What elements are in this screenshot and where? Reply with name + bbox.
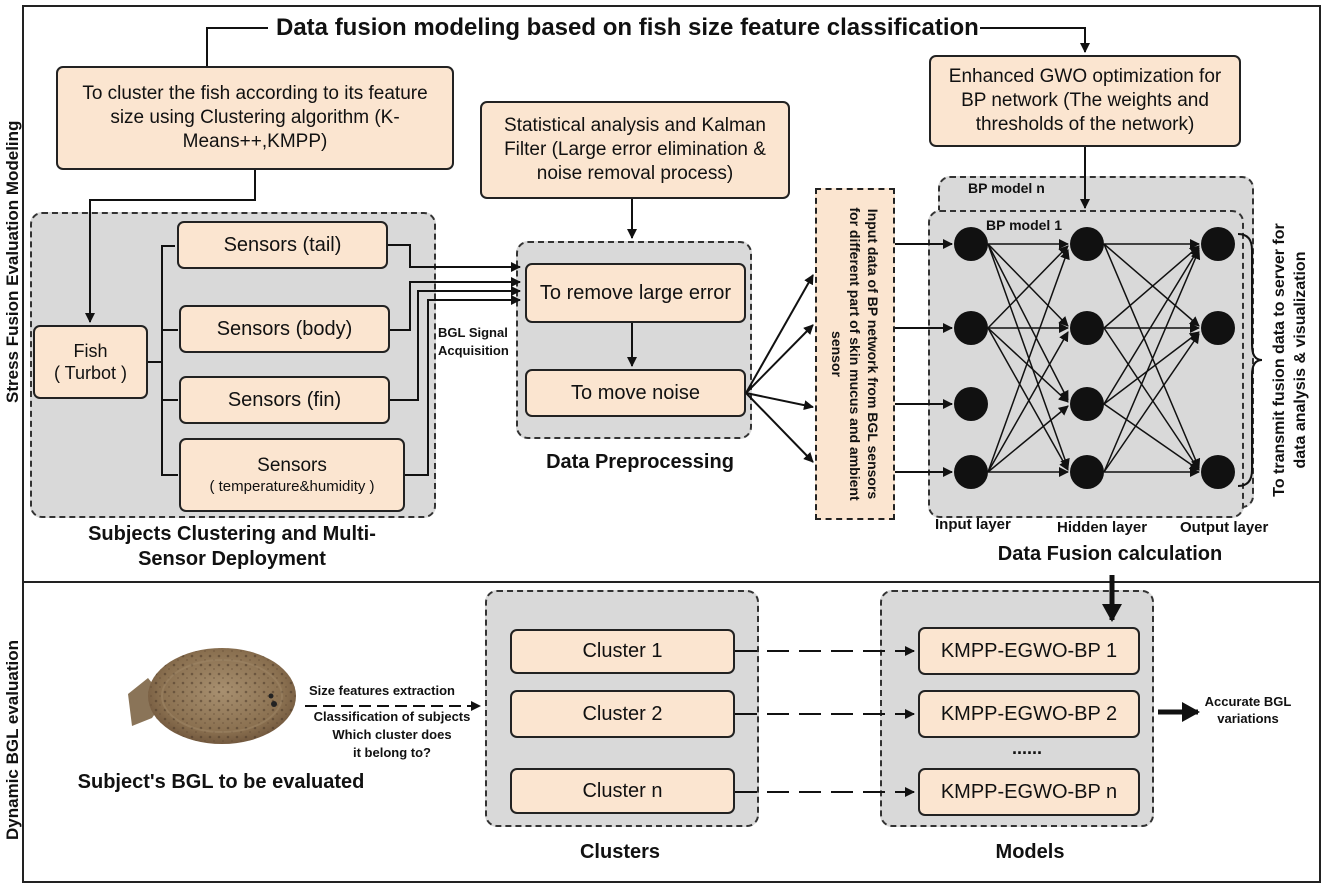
- output-node-3: [1201, 455, 1235, 489]
- tail-signal: [388, 244, 521, 272]
- bottom-section-frame: [22, 581, 1321, 883]
- move-noise-box: To move noise: [525, 369, 746, 417]
- accurate-bgl-label: Accurate BGL variations: [1203, 694, 1293, 728]
- input-node-2: [954, 311, 988, 345]
- sensor-env-box: Sensors ( temperature&humidity ): [179, 438, 405, 512]
- cluster-2-box: Cluster 2: [510, 690, 735, 738]
- sensor-env-sub: ( temperature&humidity ): [209, 477, 375, 495]
- models-caption: Models: [995, 841, 1065, 863]
- classification-line-2: Which cluster does: [332, 727, 452, 743]
- fish-turbot-box: Fish ( Turbot ): [33, 325, 148, 399]
- hidden-layer-label: Hidden layer: [1057, 519, 1148, 536]
- output-node-2: [1201, 311, 1235, 345]
- bgl-signal-label: BGL Signal Acquisition: [438, 325, 509, 359]
- nn-edges: [987, 239, 1201, 477]
- preprocess-caption: Data Preprocessing: [546, 451, 734, 473]
- diagram-title: Data fusion modeling based on fish size …: [270, 14, 985, 42]
- title-to-gwo-arrow: [980, 27, 1090, 53]
- turbot-label: ( Turbot ): [53, 363, 128, 383]
- hidden-node-4: [1070, 455, 1104, 489]
- size-features-label: Size features extraction: [309, 683, 455, 698]
- subject-caption: Subject's BGL to be evaluated: [77, 771, 365, 793]
- bp-model-1-label: BP model 1: [983, 216, 1065, 236]
- fusion-caption: Data Fusion calculation: [997, 543, 1223, 565]
- clusters-caption: Clusters: [579, 841, 661, 863]
- output-node-1: [1201, 227, 1235, 261]
- sensor-env-label: Sensors: [257, 454, 327, 476]
- cluster-to-fish-arrow: [85, 170, 256, 323]
- hidden-node-1: [1070, 227, 1104, 261]
- output-layer-label: Output layer: [1180, 519, 1269, 536]
- fin-signal: [390, 286, 521, 401]
- input-node-3: [954, 387, 988, 421]
- model-2-box: KMPP-EGWO-BP 2: [918, 690, 1140, 738]
- bp-model-n-label: BP model n: [968, 180, 1045, 196]
- sensor-fin-box: Sensors (fin): [179, 376, 390, 424]
- classification-line-1: Classification of subjects: [313, 709, 471, 724]
- accurate-bgl-line-1: Accurate BGL: [1204, 694, 1292, 709]
- cluster-algorithm-box: To cluster the fish according to its fea…: [56, 66, 454, 170]
- hidden-node-2: [1070, 311, 1104, 345]
- remove-large-error-box: To remove large error: [525, 263, 746, 323]
- fish-label: Fish: [73, 340, 108, 361]
- turbot-fish-image: [128, 648, 296, 744]
- sensor-body-box: Sensors (body): [179, 305, 390, 353]
- kalman-filter-box: Statistical analysis and Kalman Filter (…: [480, 101, 790, 199]
- subjects-caption: Subjects Clustering and Multi-Sensor Dep…: [88, 523, 376, 570]
- title-to-cluster-line: [206, 27, 268, 66]
- model-1-box: KMPP-EGWO-BP 1: [918, 627, 1140, 675]
- input-layer-label: Input layer: [935, 516, 1011, 533]
- hidden-node-3: [1070, 387, 1104, 421]
- accurate-bgl-line-2: variations: [1217, 710, 1279, 726]
- cluster-n-box: Cluster n: [510, 768, 735, 814]
- env-signal: [405, 295, 521, 476]
- body-signal: [390, 277, 521, 331]
- cluster-1-box: Cluster 1: [510, 629, 735, 674]
- input-node-1: [954, 227, 988, 261]
- model-n-box: KMPP-EGWO-BP n: [918, 768, 1140, 816]
- input-node-4: [954, 455, 988, 489]
- models-ellipsis: ......: [1012, 738, 1043, 758]
- sensor-tail-box: Sensors (tail): [177, 221, 388, 269]
- gwo-optimization-box: Enhanced GWO optimization for BP network…: [929, 55, 1241, 147]
- classification-label: Classification of subjects Which cluster…: [307, 708, 477, 763]
- classification-line-3: it belong to?: [353, 745, 431, 761]
- input-data-box: [815, 188, 895, 520]
